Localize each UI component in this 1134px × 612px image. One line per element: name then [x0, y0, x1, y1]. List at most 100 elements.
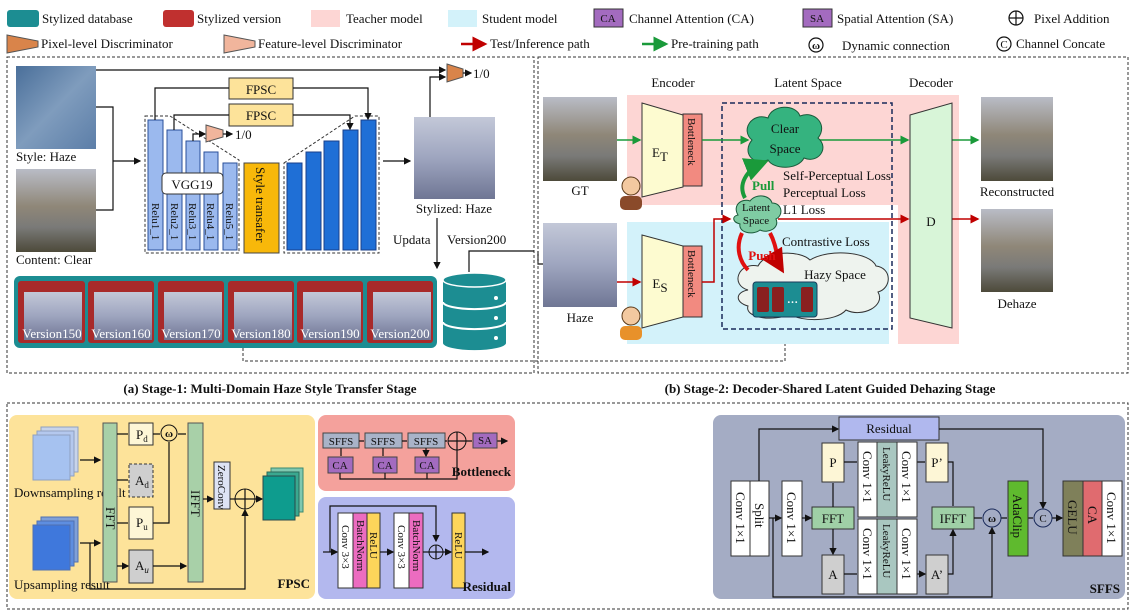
teacher-model-swatch [311, 10, 340, 27]
stage2-border [537, 56, 1129, 374]
sffs-residual-label: Residual [866, 421, 912, 436]
adaclip-block [1007, 480, 1029, 557]
sffs-conv-out [1101, 480, 1123, 557]
version-card: Version170 [158, 281, 224, 343]
pull-arrow-icon [740, 158, 769, 199]
clear-space-label-1: Clear [771, 121, 800, 136]
res-bn-2 [408, 512, 424, 589]
gt-label: GT [571, 183, 588, 198]
decoder-d-label: D [926, 214, 935, 229]
residual-pixel-addition-icon [428, 544, 444, 560]
sffs-label-3: SFFS [414, 436, 438, 448]
legend-student-model: Student model [482, 11, 558, 26]
vgg19-box [161, 172, 224, 195]
haze-image [543, 223, 617, 307]
residual-module: Conv 3×3 BatchNorm ReLU Conv 3×3 BatchNo… [318, 497, 515, 599]
dehaze-label: Dehaze [998, 296, 1037, 311]
sffs-concat-symbol: C [1039, 513, 1046, 525]
pd-label: Pd [136, 427, 148, 444]
version160-label: Version160 [91, 326, 150, 341]
sa-swatch [802, 8, 833, 28]
res-relu-label-2: ReLU [452, 532, 464, 559]
feature-disc-output: 1/0 [235, 127, 252, 142]
sffs-channel-concate [1033, 508, 1053, 528]
version-card: Version150 [18, 281, 85, 343]
updata-label: Updata [393, 232, 431, 247]
legend-dynamic-connection: Dynamic connection [842, 38, 950, 53]
style-transfer-block [243, 162, 280, 254]
downsampling-feature-stack [32, 426, 79, 481]
sffs-module: Conv 1×1 Split Residual Conv 1×1 FFT P A… [713, 415, 1125, 599]
version-card: Version190 [297, 281, 363, 343]
student-model-swatch [448, 10, 477, 27]
pixel-discriminator [446, 63, 464, 83]
p-conv-2 [896, 441, 918, 518]
pu-label: Pu [136, 515, 148, 532]
dynamic-connection-icon [808, 37, 824, 53]
fpsc-ifft-block [187, 422, 204, 583]
legend-test-path: Test/Inference path [490, 36, 590, 51]
sa-swatch-label: SA [810, 13, 824, 25]
style-transfer-label: Style transafer [253, 167, 268, 243]
p-leakyrelu-label: LeakyReLU [880, 447, 892, 501]
decoder-title: Decoder [909, 75, 954, 90]
sa-block [472, 432, 498, 449]
ca-label-1: CA [332, 460, 347, 472]
gelu-label: GELU [1065, 500, 1080, 535]
teacher-bottleneck-label: Bottleneck [685, 118, 697, 166]
res-relu-label-1: ReLU [367, 532, 379, 559]
stage1-panel: Style: Haze Content: Clear Relu1_1 Relu2… [6, 56, 788, 374]
sffs-omega: ω [988, 513, 996, 525]
encoder-bars [147, 119, 238, 251]
teacher-bottleneck [682, 113, 703, 187]
fpsc-fft-block [102, 422, 118, 583]
content-image [16, 169, 96, 252]
pixel-discriminator-icon [6, 34, 39, 54]
sffs-fft-label: FFT [822, 511, 844, 526]
svg-text:…: … [787, 294, 798, 306]
legend-channel-attention: Channel Attention (CA) [629, 11, 754, 26]
legend: Stylized database Stylized version Teach… [6, 8, 1110, 54]
legend-channel-concate: Channel Concate [1016, 36, 1105, 51]
style-image [16, 66, 96, 149]
perceptual-loss-label: Perceptual Loss [783, 185, 866, 200]
ca-swatch-label: CA [600, 13, 615, 25]
residual-title: Residual [463, 579, 512, 594]
legend-stylized-database: Stylized database [42, 11, 133, 26]
res-bn-label-2: BatchNorm [410, 520, 422, 572]
relu4-label: Relu4_1 [204, 203, 216, 240]
sffs-conv-in-label: Conv 1×1 [733, 492, 748, 544]
database-icon [442, 272, 507, 351]
sffs-ca-label: CA [1085, 506, 1100, 525]
res-relu-2 [451, 512, 466, 589]
version180-label: Version180 [231, 326, 290, 341]
zeroconv-label: ZeroConv [215, 465, 227, 510]
fpsc-pixel-addition-icon [234, 488, 256, 510]
fpsc-label-2: FPSC [246, 108, 276, 123]
legend-feature-discriminator: Feature-level Discriminator [258, 36, 403, 51]
content-label: Content: Clear [16, 252, 93, 267]
l1-loss-label: L1 Loss [783, 202, 825, 217]
sffs-a-label: A [828, 567, 838, 582]
au-block [128, 549, 154, 584]
vgg19-label: VGG19 [171, 177, 212, 192]
upsampling-feature-stack [32, 516, 79, 571]
sffs-p-prime-label: P’ [931, 455, 943, 470]
modules-border [6, 402, 1129, 610]
dehaze-image [981, 209, 1053, 292]
stage2-caption: (b) Stage-2: Decoder-Shared Latent Guide… [665, 381, 996, 396]
legend-pretrain-path: Pre-training path [671, 36, 759, 51]
stylized-version-swatch [163, 10, 194, 27]
omega-symbol: ω [812, 40, 820, 52]
stylized-database-swatch [7, 10, 39, 27]
teacher-encoder [641, 102, 684, 198]
fpsc-label-1: FPSC [246, 82, 276, 97]
a-conv-1-label: Conv 1×1 [860, 528, 875, 580]
res-conv-label-1: Conv 3×3 [339, 525, 351, 569]
a-conv-2-label: Conv 1×1 [899, 528, 914, 580]
version-card: Version200 [367, 281, 433, 343]
relu3-label: Relu3_1 [186, 203, 198, 240]
teacher-avatar-icon [620, 176, 642, 210]
legend-pixel-addition: Pixel Addition [1034, 11, 1110, 26]
res-bn-label-1: BatchNorm [354, 520, 366, 572]
